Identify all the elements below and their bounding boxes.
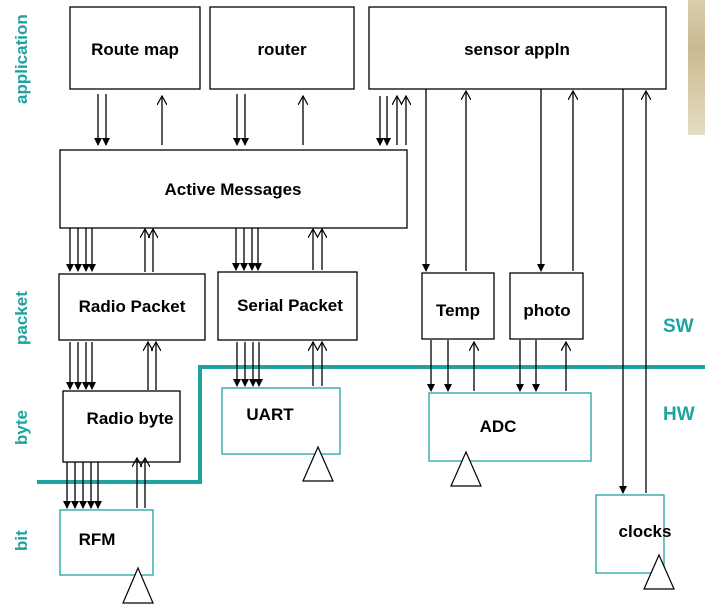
arrows-sensor-to-devices	[422, 89, 646, 494]
sensor-appln-label: sensor appln	[464, 40, 570, 59]
layer-label-packet: packet	[12, 291, 31, 345]
active-messages-label: Active Messages	[164, 180, 301, 199]
radio-packet-label: Radio Packet	[79, 297, 186, 316]
arrows-sensors-to-adc	[427, 340, 566, 392]
uart-hw-triangle-icon	[302, 445, 334, 482]
layer-label-byte: byte	[12, 410, 31, 445]
cropped-photo-edge	[688, 0, 705, 135]
hw-label: HW	[663, 404, 695, 425]
rfm-box: RFM	[59, 509, 154, 576]
route-map-label: Route map	[91, 40, 179, 59]
arrows-am-to-packets	[66, 228, 322, 272]
temp-label: Temp	[436, 301, 480, 320]
hw-sw-divider-line	[37, 365, 705, 484]
rfm-hw-triangle-icon	[122, 566, 154, 604]
temp-box: Temp	[421, 272, 495, 340]
radio-packet-box: Radio Packet	[58, 273, 206, 341]
route-map-box: Route map	[69, 6, 201, 90]
arrows-byte-to-rfm	[63, 458, 145, 509]
layer-label-bit: bit	[12, 530, 31, 551]
arrows-app-to-am	[94, 94, 406, 146]
adc-label: ADC	[480, 417, 517, 436]
arrows-packets-to-byte	[66, 342, 322, 390]
clocks-box: clocks	[595, 494, 672, 574]
uart-label: UART	[246, 405, 294, 424]
router-box: router	[209, 6, 355, 90]
adc-box: ADC	[428, 392, 592, 462]
serial-packet-label: Serial Packet	[237, 296, 343, 315]
router-label: router	[257, 40, 307, 59]
clocks-hw-triangle-icon	[643, 553, 675, 590]
rfm-label: RFM	[79, 530, 116, 549]
serial-packet-box: Serial Packet	[217, 271, 358, 341]
photo-box: photo	[509, 272, 584, 340]
uart-box: UART	[221, 387, 341, 455]
radio-byte-label: Radio byte	[87, 409, 174, 428]
layer-label-application: application	[12, 14, 31, 104]
sensor-appln-box: sensor appln	[368, 6, 667, 90]
active-messages-box: Active Messages	[59, 149, 408, 229]
clocks-label: clocks	[619, 522, 672, 541]
photo-label: photo	[523, 301, 570, 320]
radio-byte-box: Radio byte	[62, 390, 181, 463]
sw-label: SW	[663, 316, 694, 337]
adc-hw-triangle-icon	[450, 450, 482, 487]
